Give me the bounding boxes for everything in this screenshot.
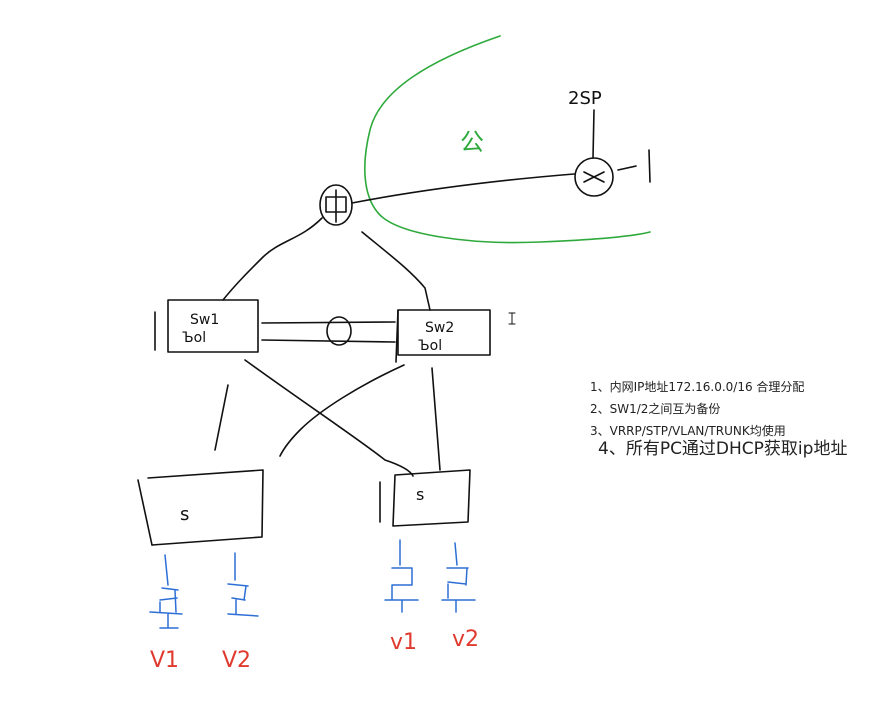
link-sw2-access2 <box>431 367 441 471</box>
requirements-list: 1、内网IP地址172.16.0.0/16 合理分配 2、SW1/2之间互为备份… <box>590 376 804 442</box>
pc-left-v1-icon <box>149 554 183 629</box>
link-router-sw2 <box>361 231 431 311</box>
link-router-sw1 <box>222 217 323 301</box>
trunk-link <box>261 316 396 346</box>
access-switch-left-icon <box>137 469 264 546</box>
access-left-label: s <box>180 504 189 525</box>
text-cursor-icon <box>508 312 516 325</box>
sw1-label-name: Sw1 <box>190 312 219 328</box>
vlan-label-left-v2: V2 <box>222 648 251 673</box>
vlan-label-left-v1: V1 <box>150 648 179 673</box>
access-switch-right-icon <box>379 469 471 527</box>
requirement-item-dhcp: 4、所有PC通过DHCP获取ip地址 <box>598 439 848 459</box>
pc-right-v2-icon <box>441 542 476 613</box>
wan-link <box>351 173 575 204</box>
link-sw1-access1 <box>214 384 229 451</box>
isp-router-icon <box>574 109 651 197</box>
pc-right-v1-icon <box>384 539 419 613</box>
pc-left-v2-icon <box>227 552 259 617</box>
sw1-switch-icon <box>154 299 259 353</box>
requirement-item: 3、VRRP/STP/VLAN/TRUNK均使用 <box>590 424 786 438</box>
isp-label: 2SP <box>568 88 602 109</box>
link-sw1-access2 <box>244 359 414 477</box>
sw2-switch-icon <box>395 309 491 363</box>
requirement-item: 2、SW1/2之间互为备份 <box>590 402 721 416</box>
cloud-label: 公 <box>460 128 484 156</box>
sw1-label-role: Ъol <box>182 330 206 346</box>
access-right-label: s <box>416 485 424 504</box>
core-router-icon <box>319 184 353 226</box>
vlan-label-right-v1: v1 <box>390 630 417 655</box>
sw2-label-role: Ъol <box>418 338 442 354</box>
vlan-label-right-v2: v2 <box>452 627 479 652</box>
link-sw2-access1 <box>279 364 405 457</box>
requirement-item: 1、内网IP地址172.16.0.0/16 合理分配 <box>590 380 805 394</box>
sw2-label-name: Sw2 <box>425 320 454 336</box>
internet-cloud-boundary <box>364 35 651 244</box>
